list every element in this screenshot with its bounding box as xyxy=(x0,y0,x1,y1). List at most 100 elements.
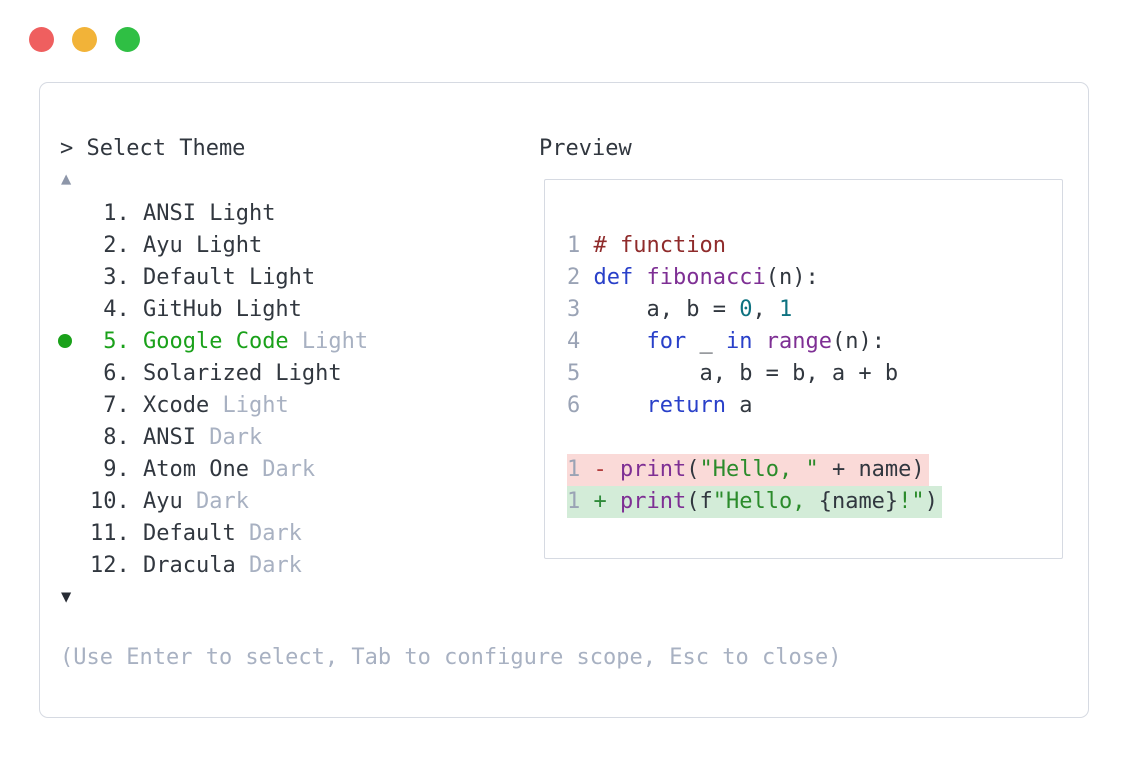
line-number: 4 xyxy=(567,329,594,354)
token-plain: (n): xyxy=(765,265,819,290)
token-comment: # function xyxy=(593,233,726,258)
token-plain: {name} xyxy=(818,489,899,514)
theme-item-number: 5. xyxy=(90,328,143,354)
token-keyword: for xyxy=(646,329,687,354)
theme-item-name: ANSI Light xyxy=(142,200,276,226)
token-plain xyxy=(633,265,646,290)
diff-line-removed: 1 - print("Hello, " + name) xyxy=(567,454,929,486)
code-line xyxy=(567,422,577,454)
theme-item-number: 4. xyxy=(90,296,143,322)
token-string: "Hello, xyxy=(712,489,819,514)
code-line: 3 a, b = 0, 1 xyxy=(567,294,792,326)
theme-list: 1. ANSI Light 2. Ayu Light 3. Default Li… xyxy=(40,197,520,581)
theme-item-1[interactable]: 1. ANSI Light xyxy=(40,197,520,229)
token-literal: 1 xyxy=(778,297,793,322)
token-string: "Hello, " xyxy=(699,457,819,482)
theme-item-6[interactable]: 6. Solarized Light xyxy=(40,357,520,389)
token-plain: a, b = xyxy=(593,297,740,322)
line-number: 3 xyxy=(567,297,594,322)
token-title: print xyxy=(620,489,687,514)
token-plain xyxy=(594,393,647,418)
token-literal: 0 xyxy=(739,297,753,322)
theme-item-10[interactable]: 10. Ayu Dark xyxy=(40,485,520,517)
theme-item-variant: Dark xyxy=(248,456,316,482)
theme-item-number: 7. xyxy=(90,392,143,418)
theme-item-9[interactable]: 9. Atom One Dark xyxy=(40,453,520,485)
theme-item-number: 10. xyxy=(90,488,143,514)
theme-item-number: 2. xyxy=(90,232,143,258)
theme-item-name: Atom One xyxy=(142,456,249,482)
theme-item-number: 1. xyxy=(90,200,143,226)
token-string: !" xyxy=(898,489,925,514)
token-del: - xyxy=(593,457,620,482)
code-line: 2 def fibonacci(n): xyxy=(567,262,819,294)
theme-item-8[interactable]: 8. ANSI Dark xyxy=(40,421,520,453)
theme-item-7[interactable]: 7. Xcode Light xyxy=(40,389,520,421)
theme-item-number: 9. xyxy=(90,456,143,482)
token-ins: + xyxy=(593,489,620,514)
theme-item-variant: Dark xyxy=(195,424,263,450)
hint-text: (Use Enter to select, Tab to configure s… xyxy=(60,645,842,670)
token-title: range xyxy=(765,329,832,354)
token-plain: a, b = b, a + b xyxy=(593,361,899,386)
code-line: 5 a, b = b, a + b xyxy=(567,358,898,390)
theme-item-11[interactable]: 11. Default Dark xyxy=(40,517,520,549)
line-number: 6 xyxy=(567,393,594,418)
theme-item-number: 12. xyxy=(90,552,143,578)
dialog-title: > Select Theme xyxy=(60,136,246,161)
token-plain: (f xyxy=(686,489,713,514)
preview-label: Preview xyxy=(539,136,632,161)
theme-item-name: Ayu Light xyxy=(142,232,263,258)
close-window-button[interactable] xyxy=(29,27,54,52)
token-keyword: return xyxy=(646,393,726,418)
token-plain: , xyxy=(752,297,779,322)
scroll-down-icon[interactable]: ▼ xyxy=(61,587,72,607)
theme-item-12[interactable]: 12. Dracula Dark xyxy=(40,549,520,581)
token-plain: ) xyxy=(924,489,938,514)
theme-item-3[interactable]: 3. Default Light xyxy=(40,261,520,293)
zoom-window-button[interactable] xyxy=(115,27,140,52)
window-controls xyxy=(29,27,140,52)
theme-item-variant: Dark xyxy=(235,552,302,578)
theme-item-name: Google Code xyxy=(142,328,289,354)
token-plain: _ xyxy=(686,329,726,354)
theme-item-number: 6. xyxy=(90,360,143,386)
line-number: 1 xyxy=(567,489,594,514)
token-keyword: def xyxy=(593,265,634,290)
line-number: 1 xyxy=(567,457,594,482)
theme-item-5[interactable]: 5. Google Code Light xyxy=(40,325,520,357)
code-line: 6 return a xyxy=(567,390,752,422)
theme-item-number: 3. xyxy=(90,264,143,290)
theme-item-variant: Dark xyxy=(235,520,302,546)
theme-picker-dialog: > Select Theme Preview ▲ 1. ANSI Light 2… xyxy=(39,82,1089,718)
theme-item-2[interactable]: 2. Ayu Light xyxy=(40,229,520,261)
minimize-window-button[interactable] xyxy=(72,27,97,52)
token-keyword: in xyxy=(725,329,753,354)
theme-item-variant: Dark xyxy=(182,488,249,514)
green-dot-icon xyxy=(58,334,72,348)
theme-item-name: GitHub Light xyxy=(142,296,302,322)
token-plain: ( xyxy=(686,457,700,482)
token-title: print xyxy=(620,457,687,482)
token-title: fibonacci xyxy=(646,265,766,290)
theme-item-number: 8. xyxy=(90,424,143,450)
selected-indicator xyxy=(57,334,90,348)
code-line: 4 for _ in range(n): xyxy=(567,326,885,358)
theme-item-name: Dracula xyxy=(142,552,236,578)
theme-item-name: Default Light xyxy=(142,264,316,290)
theme-item-name: Xcode xyxy=(142,392,210,418)
line-number: 5 xyxy=(567,361,594,386)
line-number: 2 xyxy=(567,265,594,290)
theme-item-variant: Light xyxy=(209,392,289,418)
line-number: 1 xyxy=(567,233,594,258)
theme-item-name: Solarized Light xyxy=(142,360,342,386)
token-plain: + name) xyxy=(818,457,925,482)
token-plain: a xyxy=(725,393,753,418)
scroll-up-icon[interactable]: ▲ xyxy=(61,169,72,189)
theme-item-4[interactable]: 4. GitHub Light xyxy=(40,293,520,325)
token-plain xyxy=(594,329,647,354)
theme-item-name: ANSI xyxy=(142,424,196,450)
theme-item-variant: Light xyxy=(288,328,369,354)
